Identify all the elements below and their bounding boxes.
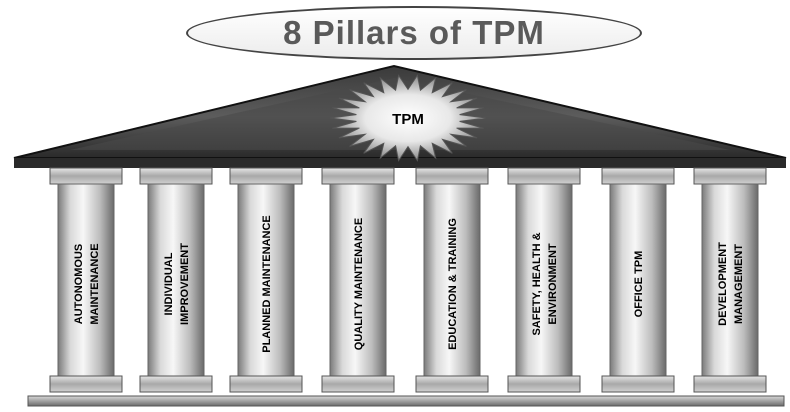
pillar-capital <box>229 167 303 185</box>
pillar-base <box>693 375 767 393</box>
pillar-base <box>321 375 395 393</box>
pillar-label: MAINTENANCE <box>89 243 101 324</box>
pillar-label: ENVIRONMENT <box>547 243 559 325</box>
pillar-capital <box>693 167 767 185</box>
pillar-base <box>139 375 213 393</box>
pillar-6: SAFETY, HEALTH & ENVIRONMENT <box>507 167 581 393</box>
pillar-capital <box>507 167 581 185</box>
pillar-label: AUTONOMOUS <box>73 244 85 324</box>
pillar-base <box>507 375 581 393</box>
temple-base <box>27 395 785 407</box>
pillar-base <box>229 375 303 393</box>
pillar-label: DEVELOPMENT <box>717 242 729 326</box>
pillar-3: PLANNED MAINTENANCE <box>229 167 303 393</box>
pillar-label: IMPROVEMENT <box>179 243 191 325</box>
pillar-label: QUALITY MAINTENANCE <box>353 218 365 350</box>
pillar-shaft <box>147 183 205 377</box>
pillar-label: EDUCATION & TRAINING <box>447 218 459 350</box>
pillar-capital <box>415 167 489 185</box>
pillar-shaft <box>515 183 573 377</box>
pillar-capital <box>49 167 123 185</box>
pillar-1: AUTONOMOUS MAINTENANCE <box>49 167 123 393</box>
pillar-shaft <box>57 183 115 377</box>
tpm-starburst <box>329 74 487 162</box>
roof-label: TPM <box>392 111 424 128</box>
pillar-capital <box>321 167 395 185</box>
roof-beam <box>14 158 786 168</box>
pillar-2: INDIVIDUAL IMPROVEMENT <box>139 167 213 393</box>
pillar-base <box>601 375 675 393</box>
pillar-shaft <box>237 183 295 377</box>
pillar-shaft <box>701 183 759 377</box>
pillar-label: OFFICE TPM <box>633 251 645 318</box>
pillar-7: OFFICE TPM <box>601 167 675 393</box>
pillar-base <box>49 375 123 393</box>
pillar-label: MANAGEMENT <box>733 244 745 324</box>
pillar-label: SAFETY, HEALTH & <box>531 232 543 335</box>
pillar-8: DEVELOPMENT MANAGEMENT <box>693 167 767 393</box>
diagram-title: 8 Pillars of TPM <box>283 14 545 51</box>
pillar-label: INDIVIDUAL <box>163 252 175 315</box>
pillar-shaft <box>423 183 481 377</box>
pillar-base <box>415 375 489 393</box>
pillar-label: PLANNED MAINTENANCE <box>261 215 273 353</box>
pillar-5: EDUCATION & TRAINING <box>415 167 489 393</box>
title-oval: 8 Pillars of TPM <box>186 6 642 60</box>
pillars-group: AUTONOMOUS MAINTENANCE INDIVIDUAL IMPROVEME… <box>49 167 767 393</box>
pillar-shaft <box>329 183 387 377</box>
pillar-capital <box>139 167 213 185</box>
pillar-4: QUALITY MAINTENANCE <box>321 167 395 393</box>
pillar-capital <box>601 167 675 185</box>
